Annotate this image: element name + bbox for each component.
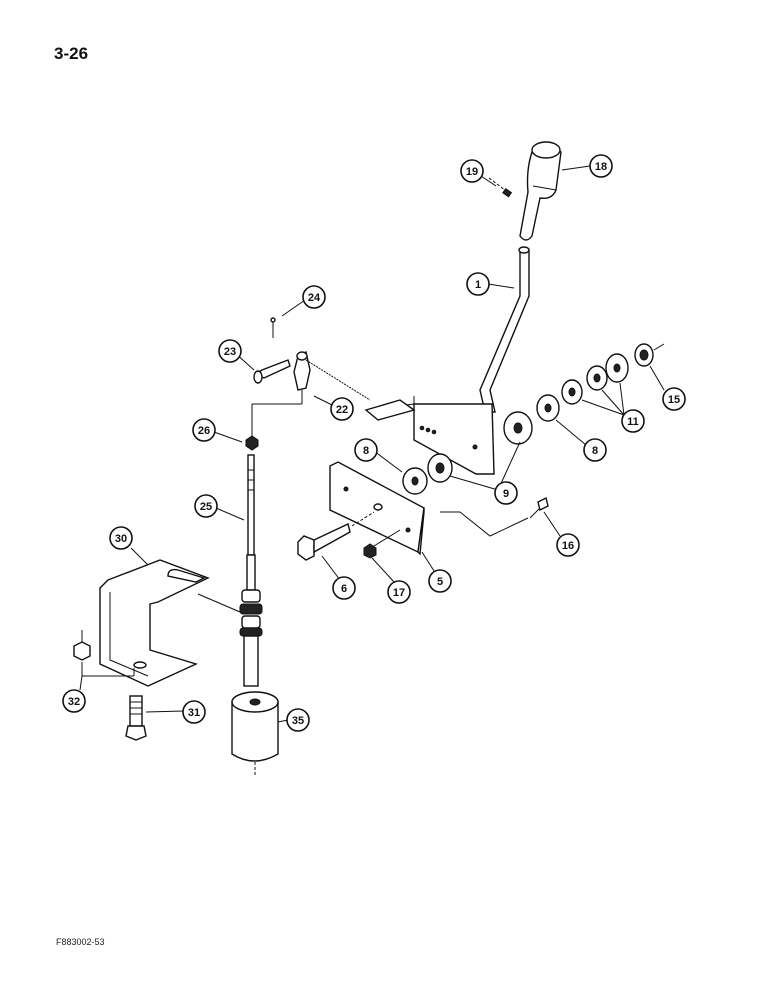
mounting-bracket [99,559,210,687]
svg-text:31: 31 [188,707,200,719]
svg-text:8: 8 [363,445,369,457]
clevis [293,350,371,404]
callout-32: 32 [62,689,86,713]
cotter-pin [270,317,276,338]
callout-6: 6 [332,576,356,600]
svg-text:30: 30 [115,533,127,545]
svg-text:24: 24 [308,292,321,304]
callout-11: 11 [621,409,645,433]
svg-text:18: 18 [595,161,607,173]
callout-35: 35 [286,708,310,732]
svg-text:23: 23 [224,346,236,358]
svg-text:9: 9 [503,488,509,500]
callout-22: 22 [330,397,354,421]
svg-text:1: 1 [475,279,481,291]
svg-text:11: 11 [627,416,639,428]
callout-30: 30 [109,526,133,550]
callout-18: 18 [589,154,613,178]
svg-text:6: 6 [341,583,347,595]
callout-8-lower: 8 [354,438,378,462]
shift-knob [519,141,562,241]
callout-26: 26 [192,418,216,442]
callout-17: 17 [387,580,411,604]
callout-25: 25 [194,494,218,518]
callout-9: 9 [494,481,518,505]
hidden-tab [364,399,416,421]
figure-code: F883002-53 [56,937,105,947]
callout-15: 15 [662,387,686,411]
jam-nut [245,403,302,451]
bracket-nut [73,630,135,677]
threaded-rod [197,454,263,687]
callout-16: 16 [556,533,580,557]
hex-nut [363,529,401,559]
bracket-bolt [125,695,147,741]
pivot-plate [329,461,425,556]
clevis-pin [253,359,291,384]
callout-19: 19 [460,159,484,183]
svg-text:17: 17 [393,587,405,599]
callout-1: 1 [466,272,490,296]
callout-24: 24 [302,285,326,309]
washer-stack-lower [402,453,453,495]
svg-text:5: 5 [437,576,443,588]
svg-text:19: 19 [466,166,478,178]
callout-8-upper: 8 [583,438,607,462]
page-number: 3-26 [54,44,89,63]
washer-stack-upper [503,353,629,445]
set-screw [488,177,513,198]
svg-text:22: 22 [336,404,348,416]
callout-5: 5 [428,569,452,593]
shift-lever [479,246,530,413]
callout-31: 31 [182,700,206,724]
svg-text:35: 35 [292,715,304,727]
svg-text:16: 16 [562,540,574,552]
svg-text:25: 25 [200,501,212,513]
counterweight [231,691,279,775]
svg-text:26: 26 [198,425,210,437]
leader-lines [79,165,665,723]
svg-text:32: 32 [68,696,80,708]
hex-bolt [297,511,375,561]
small-bolt [440,496,549,537]
svg-text:15: 15 [668,394,680,406]
callout-23: 23 [218,339,242,363]
lock-nut-upper [634,343,665,367]
svg-text:8: 8 [592,445,598,457]
